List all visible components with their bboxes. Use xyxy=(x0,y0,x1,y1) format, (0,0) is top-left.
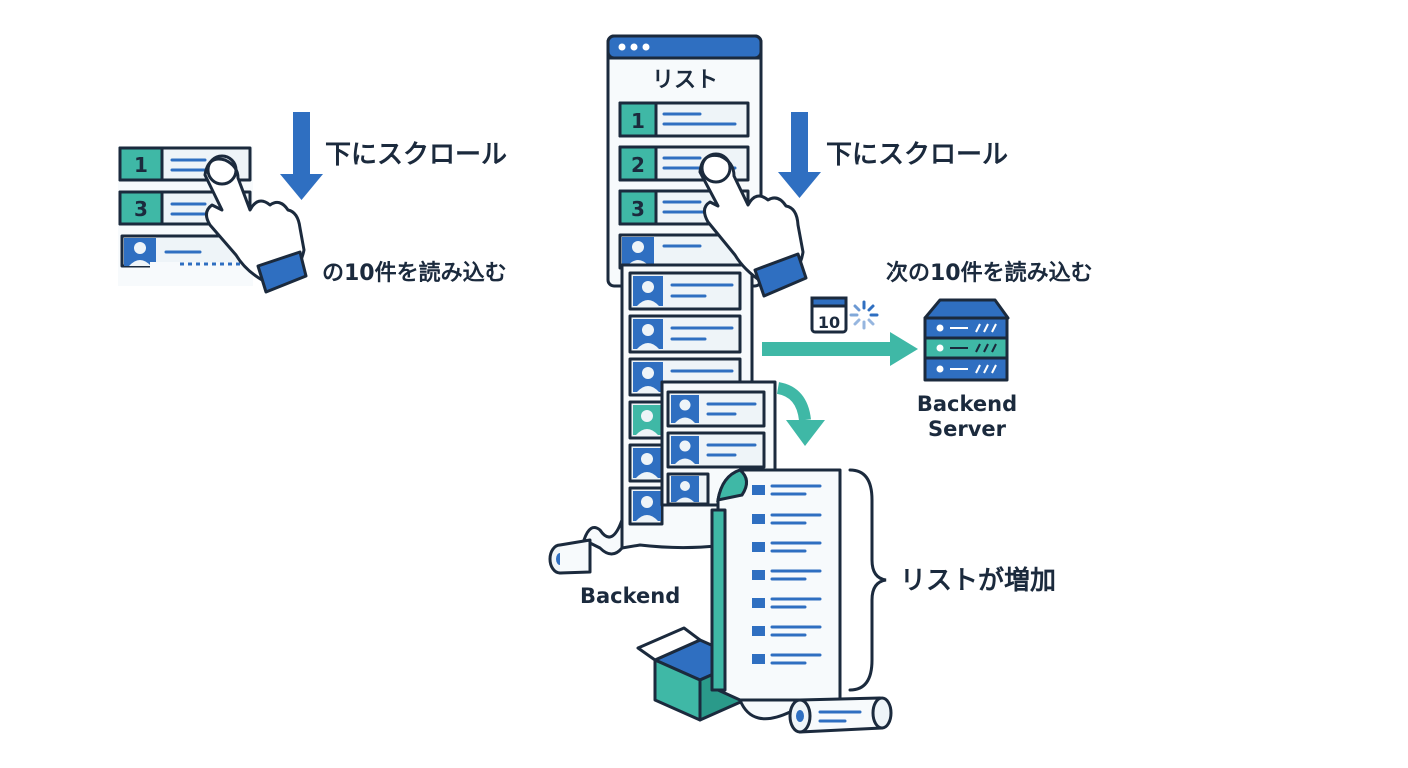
scroll-roll-icon xyxy=(548,538,592,575)
arrow-down-icon xyxy=(280,112,323,200)
user-row xyxy=(628,400,664,440)
server-label-line-2: Server xyxy=(927,417,1006,442)
content-rows xyxy=(752,484,822,665)
user-row xyxy=(666,472,710,506)
hand-pointer-icon xyxy=(203,154,308,294)
load-next-label-left: の10件を読み込む xyxy=(322,261,507,286)
user-row xyxy=(666,431,766,469)
backend-label: Backend xyxy=(580,584,681,608)
left-row-num-1: 1 xyxy=(134,153,148,177)
server-icon xyxy=(923,298,1010,382)
spinner-icon xyxy=(849,300,879,330)
user-row xyxy=(628,314,742,354)
list-grows-label: リストが増加 xyxy=(900,566,1057,596)
curved-arrow-icon xyxy=(776,382,825,446)
arrow-down-icon xyxy=(778,112,821,198)
user-row xyxy=(628,486,664,526)
arrow-right-icon xyxy=(762,332,918,366)
list-row-num-3: 3 xyxy=(631,197,645,221)
list-row-num-1: 1 xyxy=(631,109,645,133)
brace-icon xyxy=(848,468,887,692)
scroll-paper-3 xyxy=(710,468,893,734)
server-label-line-1: Backend xyxy=(916,392,1018,416)
scroll-roll-icon xyxy=(788,696,893,734)
list-window-title: リスト xyxy=(652,68,719,93)
left-row-3 xyxy=(120,234,252,268)
user-row xyxy=(628,443,664,483)
scroll-down-label-left: 下にスクロール xyxy=(325,140,508,170)
calendar-icon: 10 xyxy=(810,296,848,334)
user-row xyxy=(628,271,742,311)
list-row-num-2: 2 xyxy=(631,153,645,177)
user-row xyxy=(666,390,766,428)
left-row-num-3: 3 xyxy=(134,197,148,221)
load-next-label-right: 次の10件を読み込む xyxy=(886,261,1093,286)
server-label: Backend Server xyxy=(902,392,1032,442)
list-row-1: 1 xyxy=(618,101,750,138)
calendar-badge: 10 xyxy=(818,313,840,332)
hand-pointer-icon xyxy=(698,152,808,298)
scroll-down-label-right: 下にスクロール xyxy=(826,140,1009,170)
